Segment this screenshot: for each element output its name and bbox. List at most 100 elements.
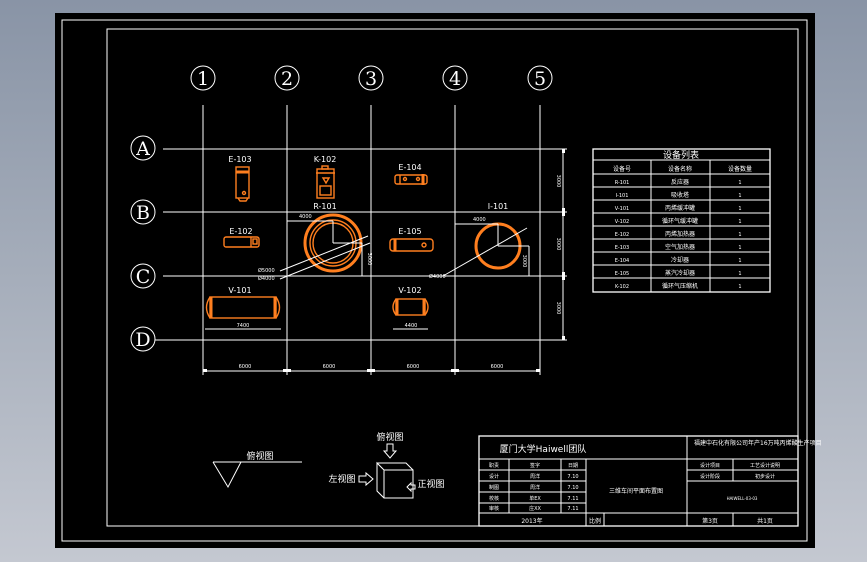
column-dimension-chain: 6000 6000 6000 6000 <box>203 364 540 372</box>
grid-column-label: 4 <box>449 68 461 90</box>
table-cell-tag: E-103 <box>615 245 630 251</box>
equipment-tag: R-101 <box>313 202 336 211</box>
equipment-tag: V-102 <box>398 286 421 295</box>
table-cell-qty: 1 <box>738 232 741 238</box>
grid-column-4: 4 <box>442 65 468 91</box>
dimension-label: 3000 <box>555 238 561 251</box>
sign-name: 庄XX <box>529 505 541 512</box>
inner-border <box>106 28 799 527</box>
propylene-buffer-tank-icon <box>205 296 281 319</box>
equipment-r-101[interactable]: R-101 4000 Ø5000 Ø4000 3000 <box>258 202 372 282</box>
section-view-label: 俯视图 <box>246 450 273 462</box>
table-cell-name: 循环气缓冲罐 <box>662 217 698 225</box>
grid-column-1: 1 <box>190 65 216 91</box>
project-name: 福建中石化有限公司年产16万吨丙烯酸生产项目 <box>694 439 822 447</box>
dimension-label: 6000 <box>239 364 252 370</box>
equipment-tag: E-102 <box>229 227 252 236</box>
left-view-label: 左视图 <box>328 473 355 485</box>
table-header: 设备号 <box>613 165 631 173</box>
sign-role: 校核 <box>489 495 499 502</box>
equipment-e-105[interactable]: E-105 <box>389 227 434 252</box>
dimension-label: 7400 <box>237 323 250 329</box>
dimension-label: 3000 <box>555 175 561 188</box>
sign-header: 日期 <box>568 463 578 469</box>
drawing-svg: 1 2 3 4 5 A B C D <box>61 19 822 542</box>
table-cell-tag: E-104 <box>615 258 630 264</box>
table-cell-tag: E-105 <box>615 271 630 277</box>
equipment-tag: I-101 <box>488 202 509 211</box>
dimension-label: 3000 <box>521 255 527 268</box>
table-cell-qty: 1 <box>738 219 741 225</box>
equipment-e-103[interactable]: E-103 <box>228 155 252 202</box>
row-dimension-chain: 3000 3000 3000 <box>555 149 565 340</box>
grid-column-3: 3 <box>358 65 384 91</box>
grid-column-5: 5 <box>527 65 553 91</box>
dimension-label: 6000 <box>323 364 336 370</box>
arrow-down-icon <box>382 443 398 459</box>
equipment-tag: E-105 <box>398 227 421 236</box>
table-cell-name: 丙烯缓冲罐 <box>665 204 695 212</box>
sign-role: 设计 <box>489 473 499 480</box>
design-stage-value: 初步设计 <box>755 473 775 480</box>
dimension-label: 4000 <box>473 217 486 223</box>
grid-column-2: 2 <box>274 65 300 91</box>
compressor-icon <box>316 165 335 199</box>
sign-date: 7.10 <box>567 474 578 480</box>
year: 2013年 <box>521 517 542 525</box>
drawing-number: HAIWELL-03-03 <box>727 496 758 501</box>
dimension-label: 4400 <box>405 323 418 329</box>
equipment-k-102[interactable]: K-102 <box>314 155 337 199</box>
top-view-label: 俯视图 <box>376 431 403 443</box>
table-cell-name: 反应器 <box>671 178 689 186</box>
table-header: 设备数量 <box>728 165 752 173</box>
section-view-symbol: 俯视图 <box>212 450 302 489</box>
grid-row-b: B <box>130 199 156 225</box>
table-cell-tag: V-102 <box>615 219 629 225</box>
equipment-tag: E-103 <box>228 155 251 164</box>
table-cell-qty: 1 <box>738 271 741 277</box>
equipment-i-101[interactable]: I-101 4000 Ø4000 3000 <box>429 202 530 280</box>
grid-row-d: D <box>130 326 156 352</box>
table-cell-tag: V-101 <box>615 206 629 212</box>
propylene-heater-icon <box>223 236 260 248</box>
equipment-tag: E-104 <box>398 163 421 172</box>
sign-role: 制图 <box>489 484 499 491</box>
dimension-label: Ø4000 <box>429 273 446 280</box>
table-cell-tag: K-102 <box>615 284 629 290</box>
dimension-label: 3000 <box>555 302 561 315</box>
grid-column-label: 1 <box>197 68 209 90</box>
grid-row-a: A <box>130 135 156 161</box>
air-heater-icon <box>235 166 250 199</box>
cad-drawing-canvas[interactable]: 1 2 3 4 5 A B C D <box>55 13 822 548</box>
grid-row-label: D <box>135 329 150 351</box>
grid-row-label: A <box>135 138 150 160</box>
table-cell-qty: 1 <box>738 180 741 186</box>
team-name: 厦门大学Haiwell团队 <box>500 443 587 455</box>
equipment-v-101[interactable]: V-101 7400 <box>205 286 281 330</box>
arrow-right-icon <box>358 471 374 487</box>
dimension-label: 6000 <box>491 364 504 370</box>
table-header: 设备名称 <box>668 165 692 173</box>
table-cell-qty: 1 <box>738 206 741 212</box>
equipment-v-102[interactable]: V-102 4400 <box>392 286 429 330</box>
grid-column-label: 3 <box>365 68 377 90</box>
table-cell-name: 冷却器 <box>671 256 689 264</box>
sign-name: 周洋 <box>530 473 540 480</box>
table-cell-name: 丙烯加热器 <box>665 230 695 238</box>
sign-date: 7.11 <box>567 496 578 502</box>
equipment-e-104[interactable]: E-104 <box>394 163 428 185</box>
recycle-gas-buffer-tank-icon <box>392 298 429 316</box>
table-cell-tag: R-101 <box>615 180 630 186</box>
dimension-label: 6000 <box>407 364 420 370</box>
equipment-e-102[interactable]: E-102 <box>223 227 260 248</box>
dimension-label: Ø4000 <box>258 275 275 282</box>
outer-border <box>61 19 808 542</box>
grid-row-label: C <box>136 266 151 288</box>
total-sheets: 共1页 <box>757 517 773 525</box>
dimension-label: 3000 <box>366 253 372 266</box>
equipment-tag: K-102 <box>314 155 337 164</box>
table-cell-qty: 1 <box>738 245 741 251</box>
sign-date: 7.11 <box>567 506 578 512</box>
equipment-tag: V-101 <box>228 286 251 295</box>
